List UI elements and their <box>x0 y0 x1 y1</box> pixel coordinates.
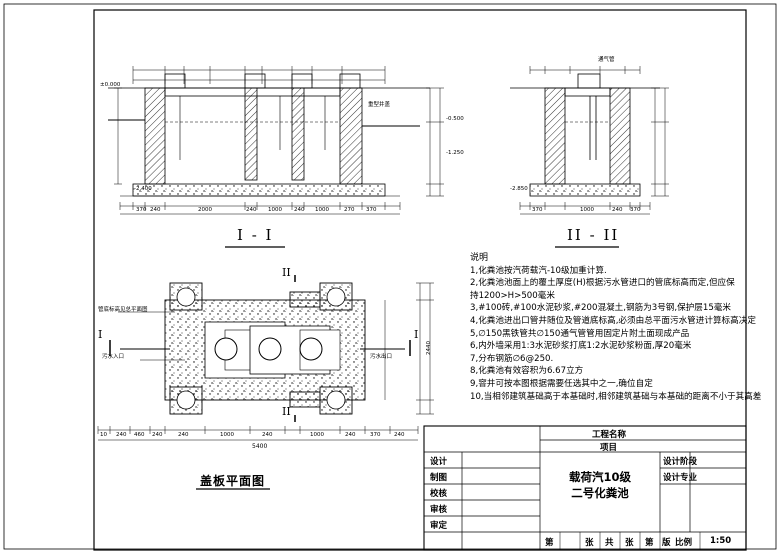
plan-dim-9: 240 <box>345 432 356 438</box>
design-major-label: 设计专业 <box>663 473 698 483</box>
note-item: 5,∅150黑铁管共∅150通气管管用固定片附土面现成产品 <box>470 328 690 339</box>
note-item: 1,化粪池按汽荷载汽-10级加重计算. <box>470 265 607 276</box>
section-1-drawing <box>108 66 444 215</box>
note-item: 6,内外墙采用1:3水泥砂浆打底1:2水泥砂浆粉面,厚20毫米 <box>470 341 692 352</box>
elev-0: ±0.000 <box>100 82 121 88</box>
sec1-dim-7: 1000 <box>315 207 329 213</box>
plan-dim-11: 240 <box>394 432 405 438</box>
note-item: 3,#100砖,#100水泥砂浆,#200混凝土,钢筋为3号钢,保护层15毫米 <box>470 303 732 314</box>
plan-dim-6: 1000 <box>220 432 234 438</box>
role-drafting: 制图 <box>430 473 448 483</box>
note-item: 9,窨井可按本图根据需要任选其中之一,确位自定 <box>470 378 653 389</box>
role-approve: 审定 <box>430 521 448 531</box>
elev-4: -2.850 <box>510 186 528 192</box>
sheet-label: 张 <box>585 538 594 548</box>
drawing-title-line1: 载荷汽10级 <box>568 470 631 484</box>
inlet-label: 污水入口 <box>102 354 125 360</box>
notes-heading: 说明 <box>470 253 489 263</box>
sec1-dim-5: 1000 <box>268 207 282 213</box>
sec1-dim-4: 240 <box>246 207 257 213</box>
plan-dim-1: 10 <box>100 432 107 438</box>
section-2-drawing <box>510 66 669 215</box>
role-design: 设计 <box>430 457 448 467</box>
outlet-label: 污水出口 <box>370 354 393 360</box>
outer-border <box>3 3 777 550</box>
plan-cut-right: I <box>414 328 419 341</box>
section-1-title: I - I <box>237 226 274 244</box>
elev-2: -1.250 <box>446 150 464 156</box>
section-1-underline <box>225 246 285 248</box>
plan-dim-5: 240 <box>178 432 189 438</box>
role-check: 校核 <box>430 489 448 499</box>
inner-border <box>93 9 747 551</box>
note-item: 7,分布钢筋∅6@250. <box>470 353 554 364</box>
sec1-dim-8: 270 <box>344 207 355 213</box>
plan-dim-2: 240 <box>116 432 127 438</box>
plan-right-dim: 2440 <box>426 341 432 355</box>
plan-cut-top: II <box>282 266 291 279</box>
plan-dim-4: 240 <box>152 432 163 438</box>
cover-plan-drawing <box>97 275 434 441</box>
total-sheets-label: 张 <box>625 538 634 548</box>
plan-dim-8: 1000 <box>310 432 324 438</box>
note-item: 2,化粪池池面上的覆土厚度(H)根据污水管进口的管底标高而定,但应保 <box>470 278 735 289</box>
plan-cut-left: I <box>98 328 103 341</box>
sec1-dim-9: 370 <box>366 207 377 213</box>
drawing-title-line2: 二号化粪池 <box>571 486 629 500</box>
elev-1: -0.500 <box>446 116 464 122</box>
scale-label: 比例 <box>675 538 693 548</box>
design-stage-label: 设计阶段 <box>663 457 698 467</box>
note-item: 8,化粪池有效容积为6.67立方 <box>470 366 584 377</box>
sec1-dim-6: 240 <box>294 207 305 213</box>
plan-dim-7: 240 <box>262 432 273 438</box>
version-label: 第 <box>645 538 654 548</box>
sec1-dim-1: 370 <box>136 207 147 213</box>
sec1-dim-3: 2000 <box>198 207 212 213</box>
pipe-note-label: 管底标高见总平面图 <box>98 307 148 313</box>
plan-title-underline <box>196 488 270 490</box>
manhole-cover-label: 重型井盖 <box>368 102 391 108</box>
section-2-title: II - II <box>567 226 620 244</box>
scale-value: 1:50 <box>710 536 732 546</box>
vent-label: 通气管 <box>598 57 615 63</box>
plan-dim-10: 370 <box>370 432 381 438</box>
plan-title: 盖板平面图 <box>200 474 266 488</box>
project-label: 项目 <box>600 443 618 453</box>
plan-total-dim: 5400 <box>252 443 268 450</box>
note-item: 4,化粪池进出口管井随位及管道底标高,必须由总平面污水管进计算标高决定 <box>470 315 756 326</box>
role-review: 审核 <box>430 505 448 515</box>
sec2-dim-3: 240 <box>612 207 623 213</box>
sec2-dim-2: 1000 <box>580 207 594 213</box>
sec1-dim-2: 240 <box>150 207 161 213</box>
version-suffix: 版 <box>662 538 671 548</box>
note-item: 持1200>H>500毫米 <box>470 290 555 301</box>
note-item: 10,当相邻建筑基础高于本基础时,相邻建筑基础与本基础的距离不小于其高差 <box>470 391 762 402</box>
total-label: 共 <box>605 538 614 548</box>
notes-block: 说明 1,化粪池按汽荷载汽-10级加重计算. 2,化粪池池面上的覆土厚度(H)根… <box>470 252 770 403</box>
title-block-frame <box>423 425 747 551</box>
plan-dim-3: 460 <box>134 432 145 438</box>
sec2-dim-4: 370 <box>630 207 641 213</box>
section-2-underline <box>555 246 619 248</box>
project-name-label: 工程名称 <box>592 430 627 440</box>
plan-cut-bottom: II <box>282 405 291 418</box>
elev-3: -2.400 <box>134 186 152 192</box>
sheet-no-label: 第 <box>545 538 554 548</box>
sec2-dim-1: 370 <box>532 207 543 213</box>
